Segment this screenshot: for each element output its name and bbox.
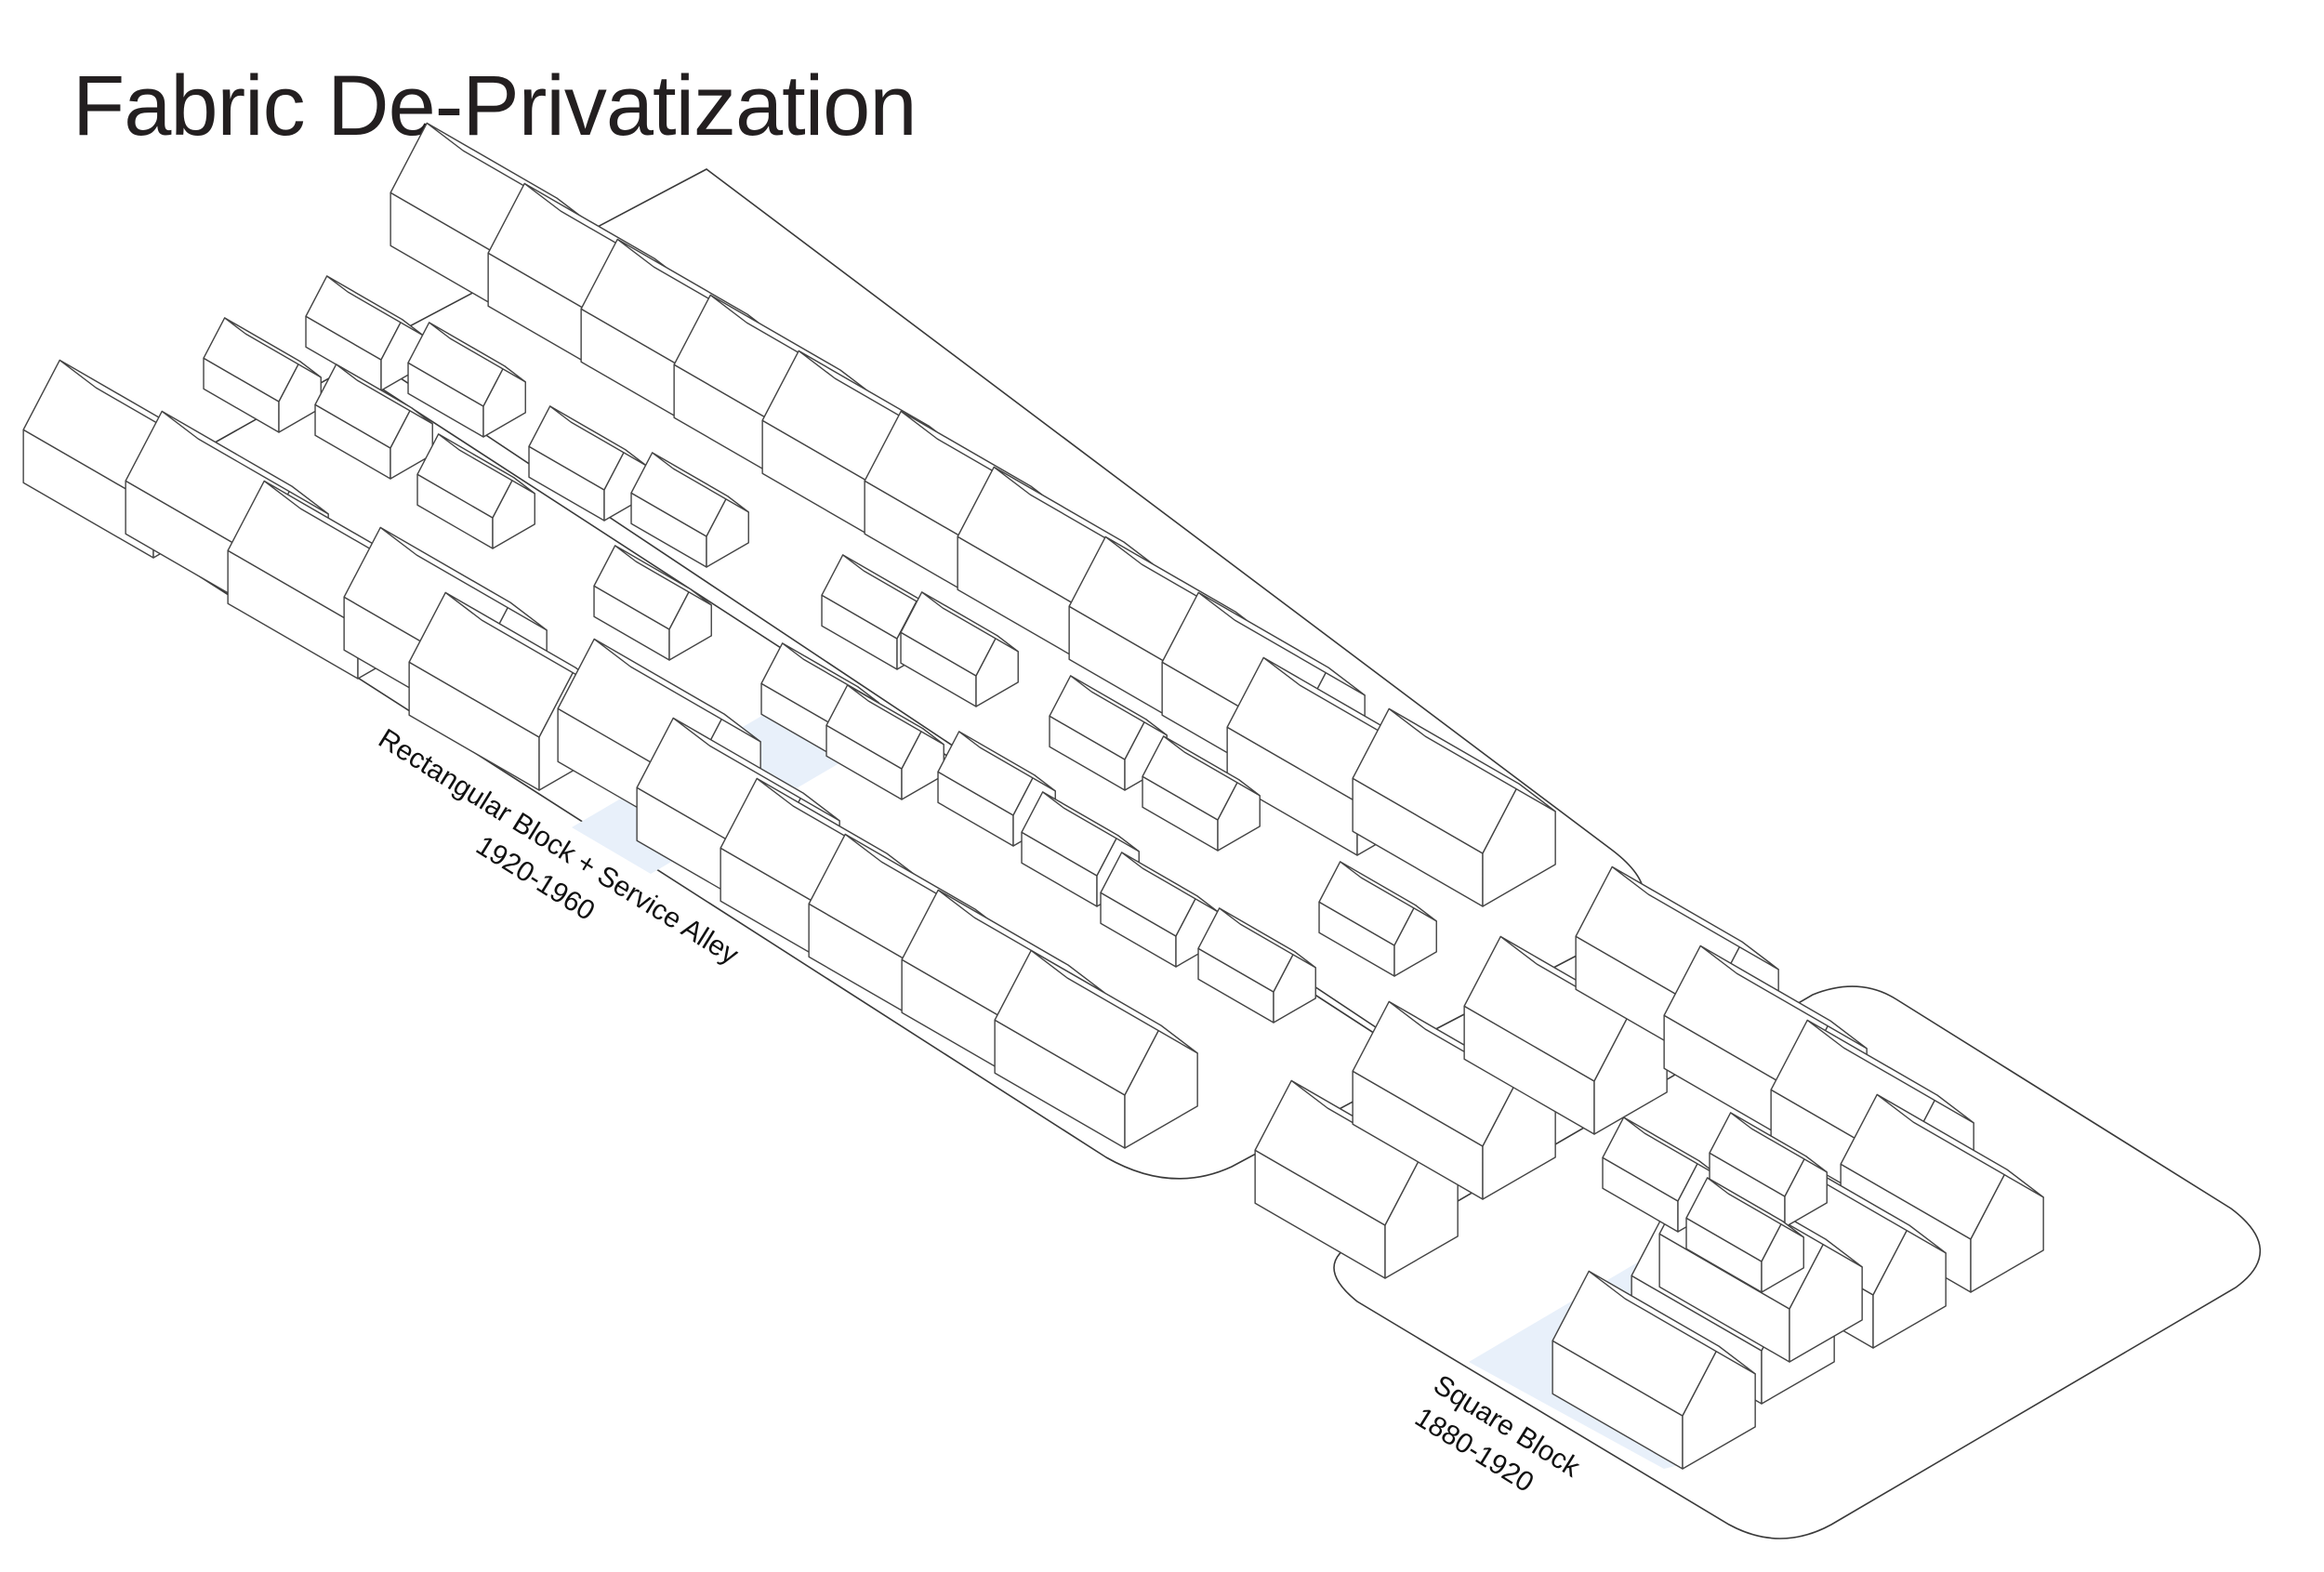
garage bbox=[1100, 852, 1219, 968]
page-title: Fabric De-Privatization bbox=[73, 59, 918, 153]
garage bbox=[1197, 907, 1316, 1024]
garage bbox=[1021, 791, 1140, 907]
garage bbox=[1049, 675, 1168, 791]
garage bbox=[416, 433, 535, 549]
garage bbox=[593, 545, 712, 661]
house-group bbox=[22, 122, 2044, 1470]
garage bbox=[825, 684, 944, 800]
garage bbox=[407, 322, 526, 438]
garage bbox=[203, 317, 322, 433]
house bbox=[1352, 1000, 1556, 1200]
garage bbox=[1685, 1177, 1804, 1293]
garage bbox=[1318, 861, 1437, 977]
house bbox=[994, 949, 1198, 1149]
garage bbox=[528, 405, 647, 522]
garage bbox=[1142, 735, 1261, 852]
garage bbox=[305, 275, 424, 391]
garage bbox=[1709, 1112, 1828, 1228]
square-block-outline bbox=[1333, 985, 2262, 1539]
house bbox=[1552, 1270, 1756, 1470]
garage bbox=[630, 452, 749, 568]
house bbox=[1352, 707, 1556, 907]
garage bbox=[900, 591, 1019, 707]
garage bbox=[314, 363, 433, 480]
